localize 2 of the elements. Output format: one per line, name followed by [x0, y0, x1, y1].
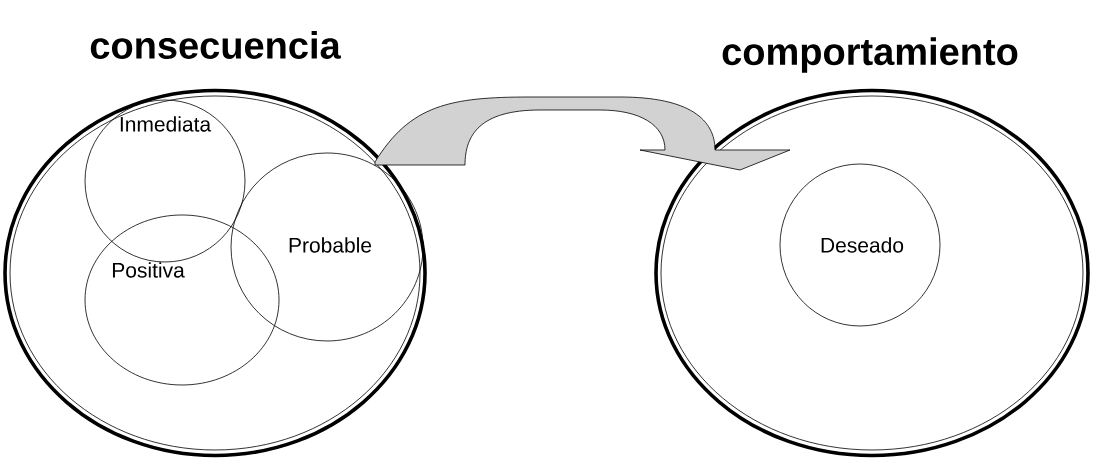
node-label: consecuencia	[90, 31, 341, 59]
node-label: comportamiento	[722, 37, 1018, 73]
